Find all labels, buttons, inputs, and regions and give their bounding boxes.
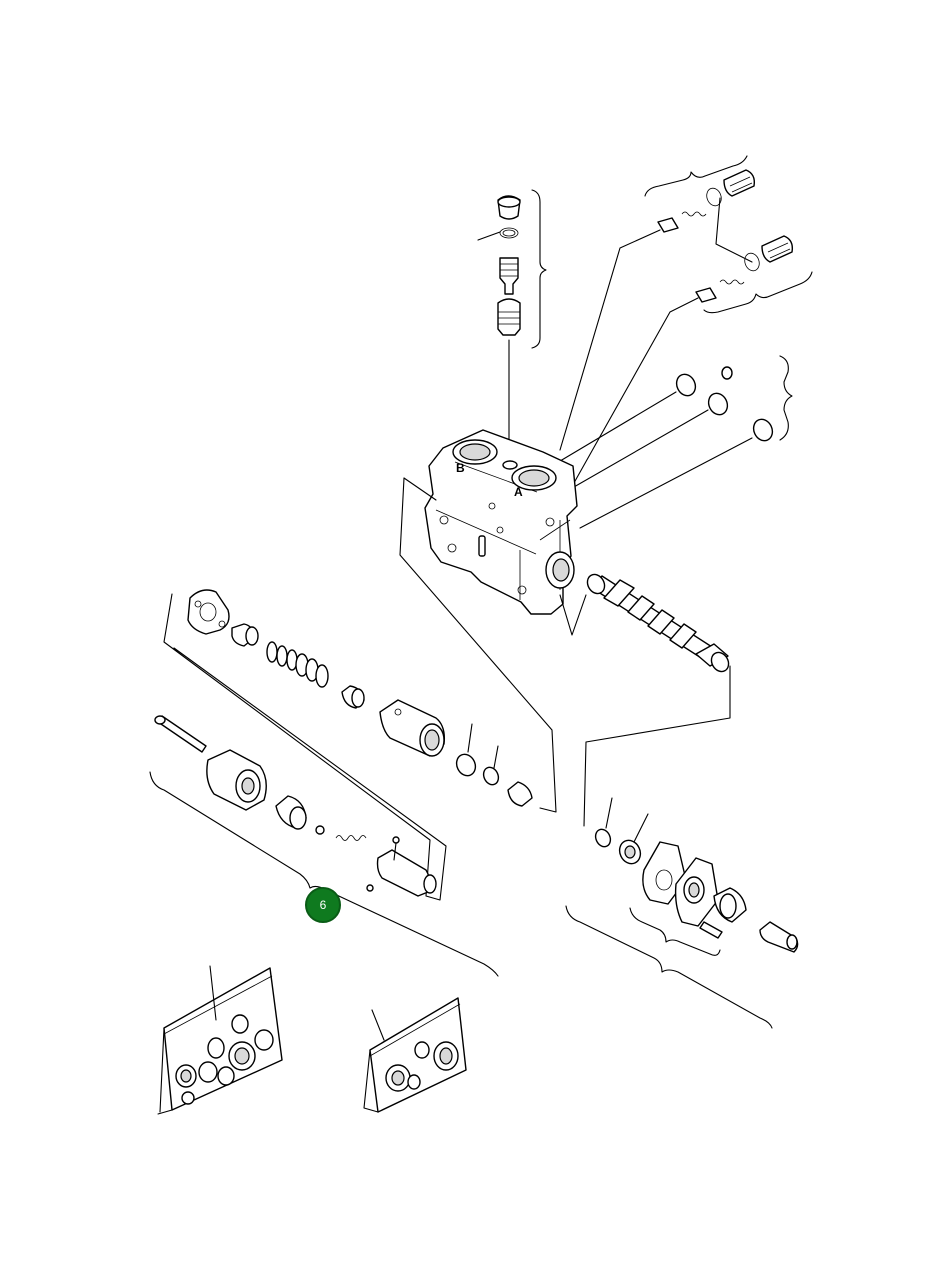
port-label-b: B: [456, 461, 465, 475]
callout-6[interactable]: 6: [305, 887, 341, 923]
relief-valve-lower: [695, 235, 813, 314]
valve-body: B A: [424, 429, 578, 615]
top-cartridge-stack: [477, 189, 547, 471]
spool-end-assembly-right: [565, 665, 799, 1029]
callout-6-label: 6: [320, 898, 327, 912]
port-orings: [544, 355, 793, 529]
spring-coils: [266, 641, 329, 688]
main-spool: [559, 573, 730, 673]
seal-kit-small: [363, 997, 467, 1113]
relief-valve-upper: [644, 155, 756, 233]
end-cap-assembly: [154, 715, 437, 897]
callout-6-badge[interactable]: [305, 887, 341, 923]
spring-end-assembly: [187, 589, 533, 807]
port-label-a: A: [514, 485, 523, 499]
seal-kit-large: [157, 965, 283, 1115]
